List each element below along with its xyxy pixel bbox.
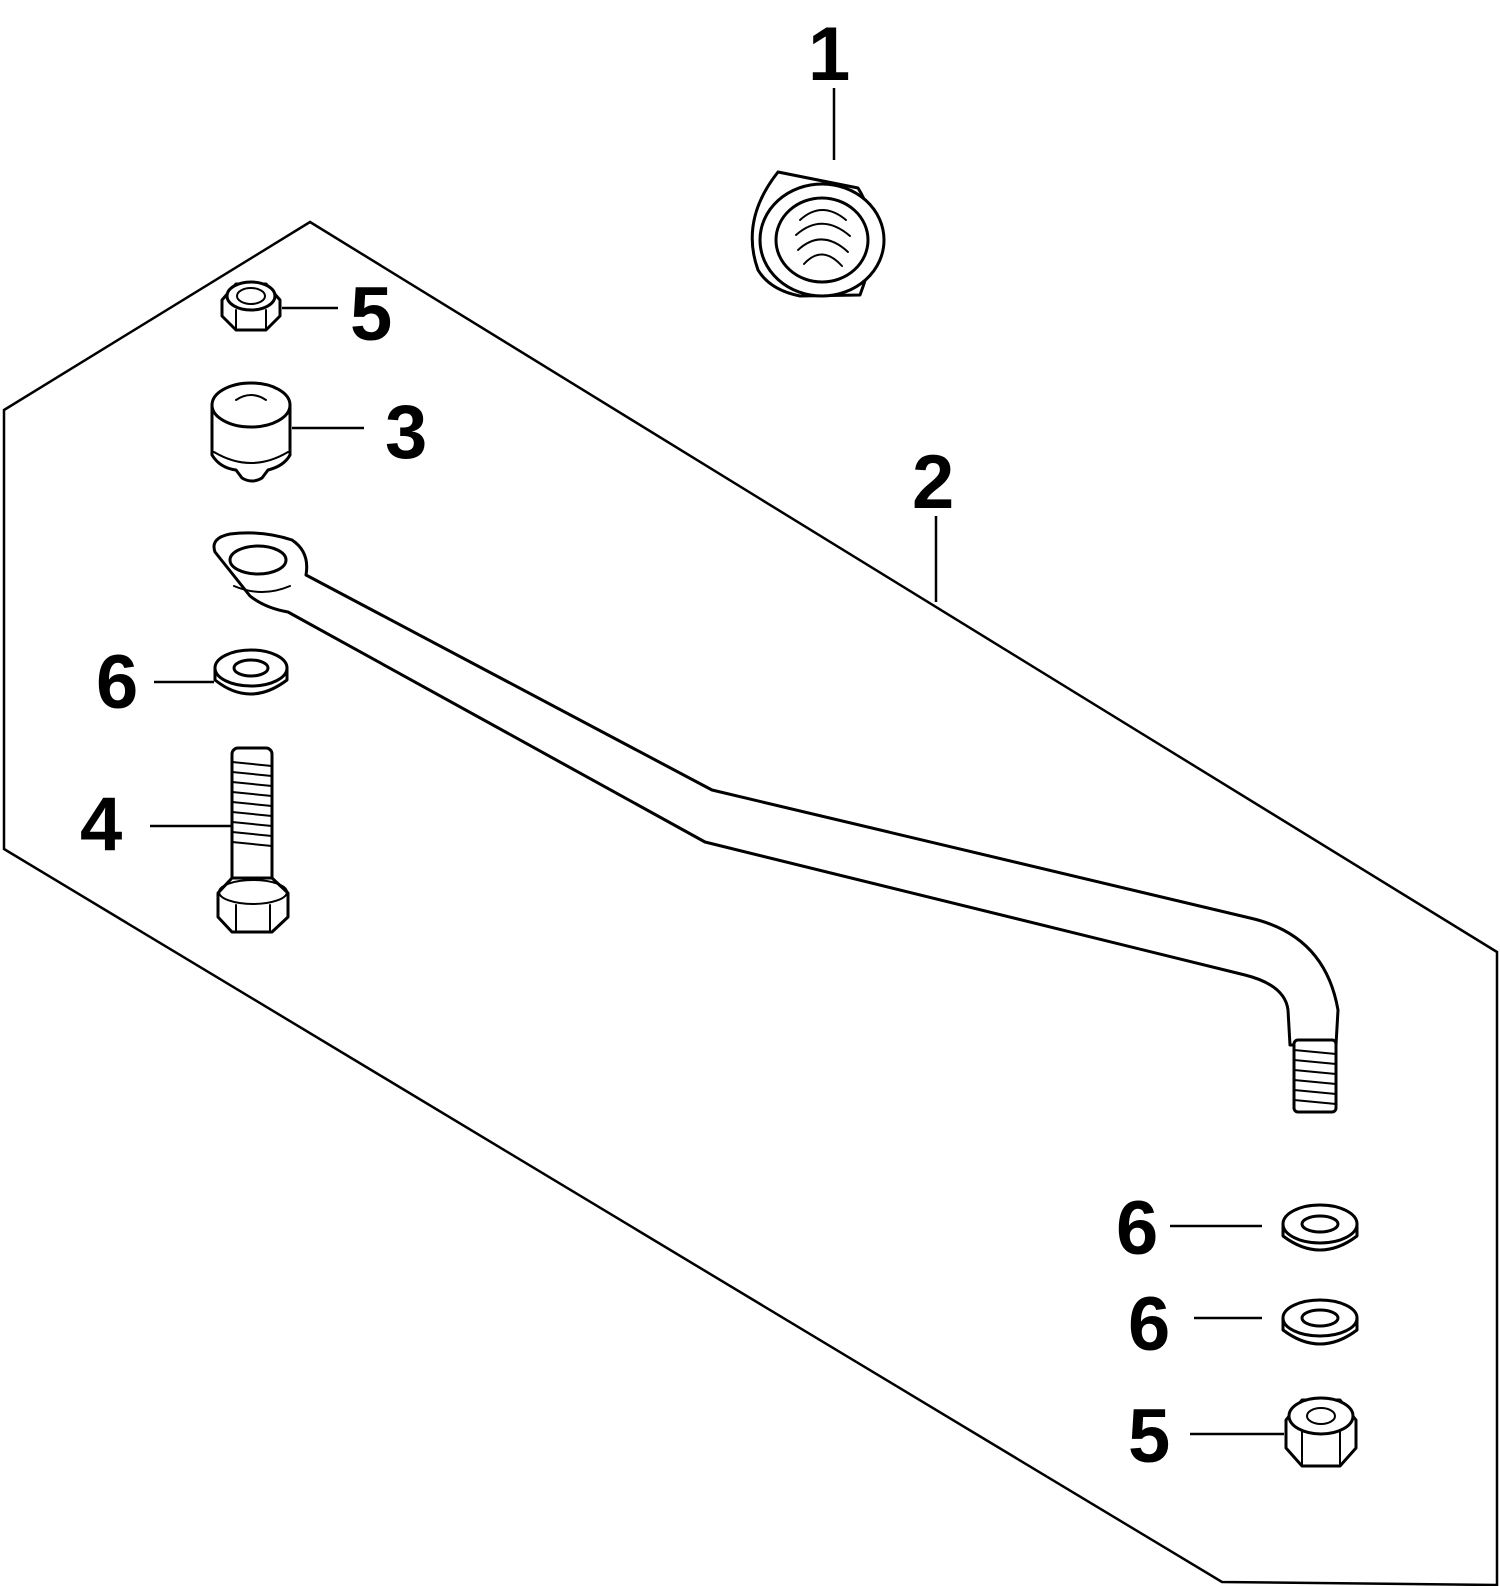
callout-6-lower-right: 6 (1128, 1282, 1170, 1367)
part-3-spacer (210, 381, 292, 483)
part-6-washer-left (213, 648, 289, 696)
callout-3: 3 (385, 390, 427, 475)
callout-2: 2 (912, 440, 954, 525)
callout-6-left: 6 (96, 640, 138, 725)
part-4-bolt (216, 746, 290, 934)
callout-5-bottom: 5 (1128, 1394, 1170, 1479)
callout-4: 4 (80, 782, 122, 867)
callout-1: 1 (808, 12, 850, 97)
callout-5-top: 5 (350, 272, 392, 357)
part-2-link-rod (212, 531, 1340, 1114)
part-6-washer-lower-right (1281, 1298, 1359, 1346)
part-5-nut-top (220, 280, 282, 332)
kit-boundary (2, 220, 1499, 1586)
part-6-washer-upper-right (1281, 1203, 1359, 1252)
part-5-nut-bottom (1284, 1396, 1358, 1468)
callout-6-upper-right: 6 (1116, 1186, 1158, 1271)
part-1-grommet (750, 170, 886, 298)
